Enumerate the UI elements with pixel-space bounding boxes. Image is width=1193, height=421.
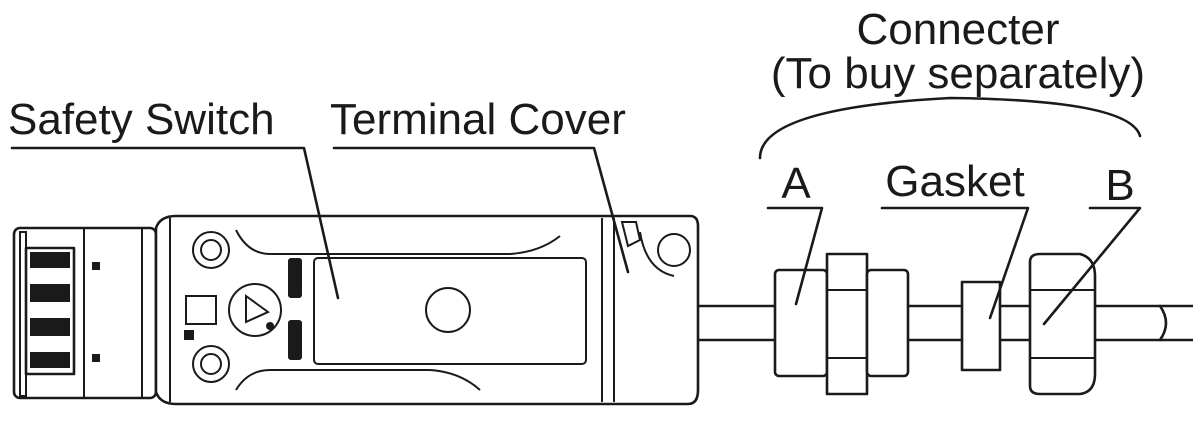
- connector-part-b: [1028, 252, 1097, 396]
- terminal-cover-label: Terminal Cover: [330, 95, 626, 144]
- connector-title: Connecter: [856, 5, 1059, 54]
- part-a-label: A: [781, 159, 811, 208]
- part-b-label: B: [1105, 161, 1134, 210]
- leader-lines: [10, 96, 1142, 326]
- actuator-head: [12, 226, 158, 400]
- gasket: [960, 280, 1002, 372]
- connector-part-a: [773, 252, 910, 396]
- safety-switch-body: [12, 214, 700, 406]
- gasket-label: Gasket: [885, 157, 1024, 206]
- connector-subtitle: (To buy separately): [771, 49, 1145, 98]
- cable: [696, 304, 1193, 342]
- safety-switch-label: Safety Switch: [8, 95, 275, 144]
